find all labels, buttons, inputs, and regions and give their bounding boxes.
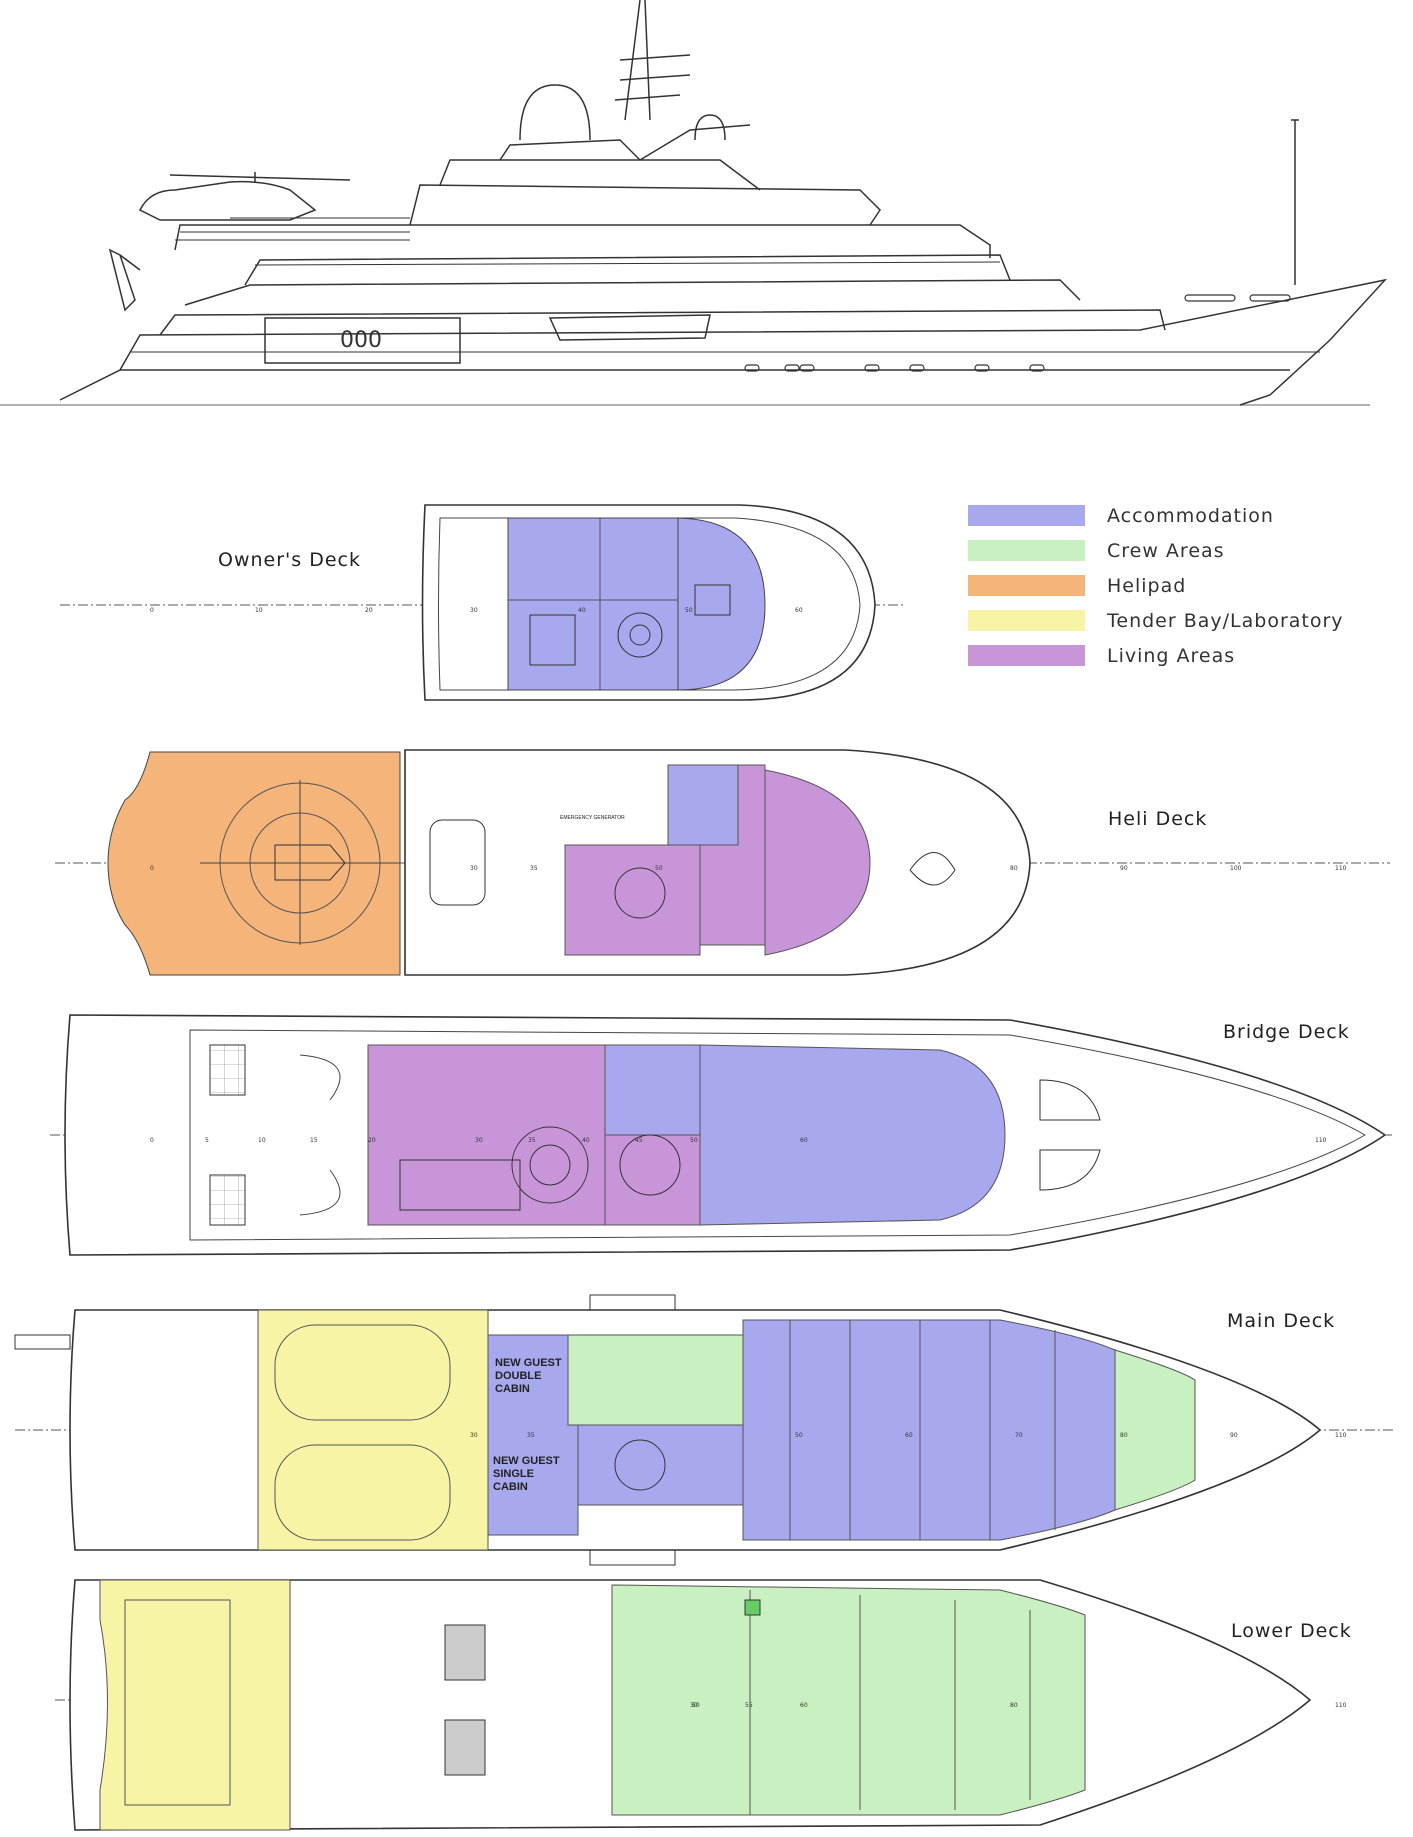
scale-tick-label: 60 [800,1702,808,1709]
legend-label: Helipad [1107,574,1187,597]
scale-tick-label: 5 [205,1137,209,1144]
emergency-generator-label: EMERGENCY GENERATOR [560,815,625,821]
scale-tick-label: 60 [905,1432,913,1439]
legend-label: Crew Areas [1107,539,1225,562]
scale-tick-label: 45 [635,1137,643,1144]
legend-item: Helipad [968,568,1344,603]
scale-tick-label: 80 [1120,1432,1128,1439]
scale-tick-label: 50 [685,607,693,614]
scale-tick-label: 40 [582,1137,590,1144]
scale-tick-label: 100 [1230,865,1242,872]
scale-tick-label: 70 [1015,1432,1023,1439]
legend-item: Crew Areas [968,533,1344,568]
heli-deck-plan [55,749,1390,976]
scale-tick-label: 10 [255,607,263,614]
scale-tick-label: 30 [475,1137,483,1144]
legend-swatch [968,610,1085,631]
bridge-deck-label: Bridge Deck [1223,1021,1350,1043]
scale-tick-label: 80 [1010,865,1018,872]
legend-item: Tender Bay/Laboratory [968,603,1344,638]
scale-tick-label: 60 [795,607,803,614]
scale-tick-label: 0 [150,865,154,872]
scale-tick-label: 20 [365,607,373,614]
main-deck-label: Main Deck [1227,1310,1336,1332]
legend-swatch [968,645,1085,666]
scale-tick-label: 30 [470,1432,478,1439]
color-legend: Accommodation Crew Areas Helipad Tender … [968,498,1344,673]
scale-tick-label: 50 [655,865,663,872]
owners-deck-label: Owner's Deck [218,549,361,571]
scale-tick-label: 0 [150,607,154,614]
yacht-profile: 000 [0,0,1388,406]
scale-tick-label: 40 [578,607,586,614]
scale-tick-label: 110 [1315,1137,1327,1144]
scale-tick-label: 35 [530,865,538,872]
bridge-deck-plan [50,1014,1395,1256]
scale-tick-label: 35 [527,1432,535,1439]
scale-tick-label: 80 [1010,1702,1018,1709]
double-cabin-label: NEW GUEST DOUBLE CABIN [495,1357,562,1395]
legend-swatch [968,505,1085,526]
scale-tick-label: 90 [1120,865,1128,872]
lower-deck-label: Lower Deck [1231,1620,1352,1642]
main-deck-plan [14,1294,1395,1566]
scale-tick-label: 90 [1230,1432,1238,1439]
scale-tick-label: 15 [310,1137,318,1144]
scale-tick-label: 110 [1335,1432,1347,1439]
legend-label: Tender Bay/Laboratory [1107,609,1344,632]
heli-deck-label: Heli Deck [1108,808,1208,830]
legend-swatch [968,575,1085,596]
scale-tick-label: 55 [745,1702,753,1709]
scale-tick-label: 35 [528,1137,536,1144]
scale-tick-label: 20 [368,1137,376,1144]
legend-item: Accommodation [968,498,1344,533]
scale-tick-label: 30 [690,1702,698,1709]
scale-tick-label: 50 [692,1702,700,1709]
scale-tick-label: 50 [795,1432,803,1439]
lower-deck-plan [55,1579,1312,1831]
svg-text:000: 000 [340,328,382,353]
legend-label: Accommodation [1107,504,1274,527]
scale-tick-label: 50 [690,1137,698,1144]
scale-tick-label: 10 [258,1137,266,1144]
single-cabin-label: NEW GUEST SINGLE CABIN [493,1455,560,1493]
scale-tick-label: 110 [1335,865,1347,872]
scale-tick-label: 30 [470,865,478,872]
scale-tick-label: 0 [150,1137,154,1144]
scale-tick-label: 60 [800,1137,808,1144]
scale-tick-label: 110 [1335,1702,1347,1709]
scale-tick-label: 30 [470,607,478,614]
owners-deck-plan [60,504,905,701]
legend-item: Living Areas [968,638,1344,673]
legend-label: Living Areas [1107,644,1236,667]
legend-swatch [968,540,1085,561]
